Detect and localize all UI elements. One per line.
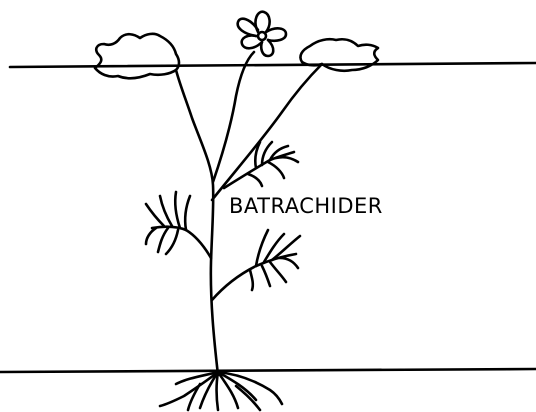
dissected-leaf-upper-right (224, 142, 298, 188)
bottom-line (0, 369, 536, 372)
left-floating-leaf (95, 34, 179, 78)
flower (238, 12, 286, 56)
flower-stalk (213, 52, 254, 182)
diagram-label: BATRACHIDER (229, 196, 383, 217)
main-stem (176, 70, 218, 375)
water-surface-line (10, 63, 536, 67)
right-floating-leaf (300, 39, 378, 71)
roots (160, 372, 282, 410)
dissected-leaf-left (146, 192, 211, 258)
dissected-leaf-right-lower (212, 230, 300, 300)
